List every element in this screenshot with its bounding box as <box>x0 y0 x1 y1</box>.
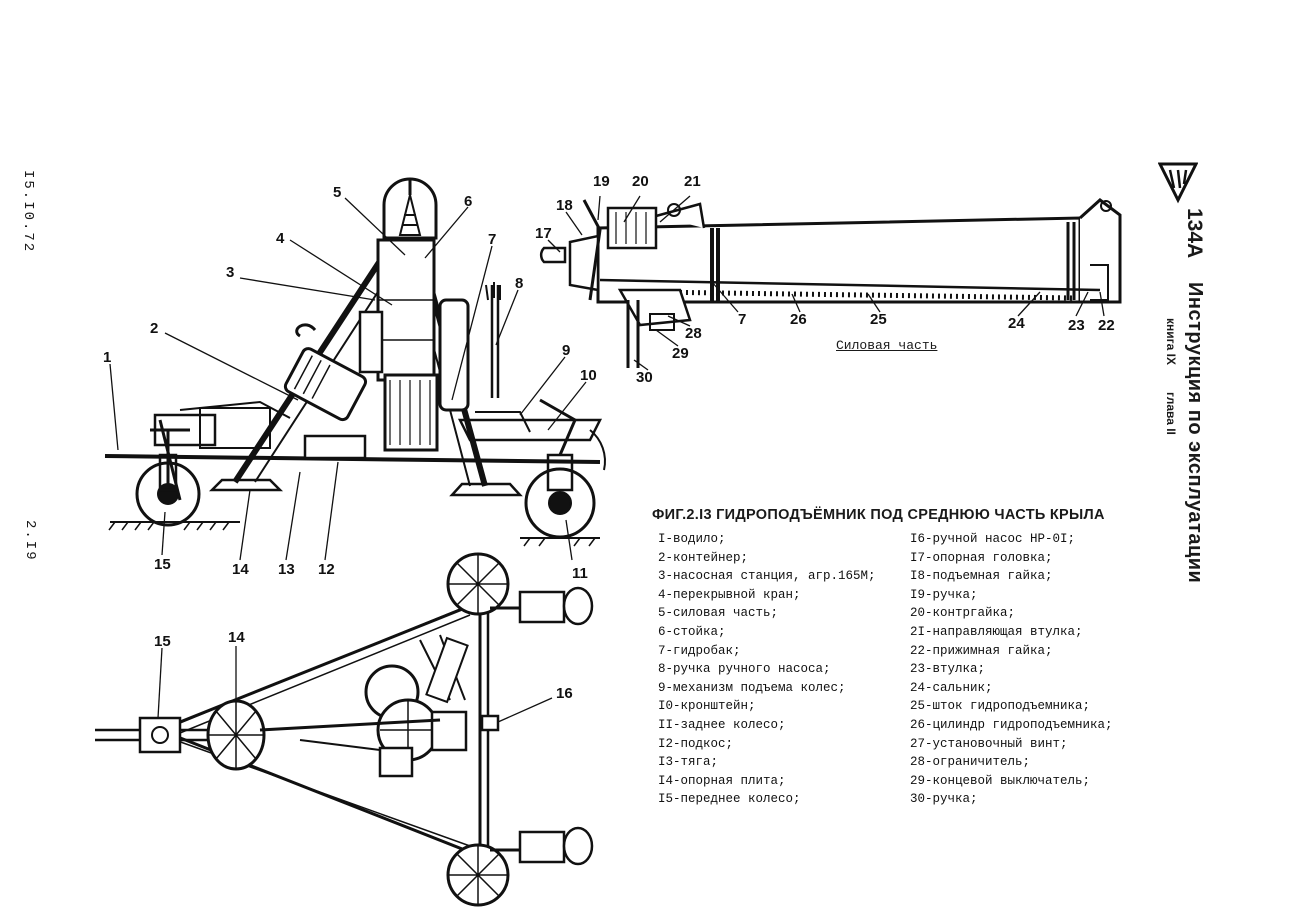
callout-30: 30 <box>636 369 653 386</box>
callout-20: 20 <box>632 173 649 190</box>
top-view-drawing <box>95 552 594 907</box>
legend-item: 30-ручка; <box>910 792 978 807</box>
legend-item: I4-опорная плита; <box>658 773 786 788</box>
side-view-drawing <box>104 177 606 547</box>
callout-24: 24 <box>1008 315 1025 332</box>
side-view-callouts: 1 2 3 4 5 6 7 8 9 10 11 12 13 14 15 <box>103 184 597 582</box>
legend-item: I9-ручка; <box>910 587 978 602</box>
callout-5: 5 <box>333 184 341 201</box>
legend-item: I2-подкос; <box>658 736 734 751</box>
callout-18: 18 <box>556 197 573 214</box>
legend-item: 24-сальник; <box>910 680 993 695</box>
top-view-callouts: 15 14 16 <box>154 629 573 702</box>
callout-17: 17 <box>535 225 552 242</box>
power-unit-leaders <box>547 195 1105 371</box>
callout-2: 2 <box>150 320 158 337</box>
legend-item: 2I-направляющая втулка; <box>910 624 1083 639</box>
legend-left: I-водило; 2-контейнер; 3-насосная станци… <box>658 530 876 809</box>
legend-item: 3-насосная станция, агр.165М; <box>658 569 876 584</box>
legend-item: 28-ограничитель; <box>910 755 1031 770</box>
callout-15: 15 <box>154 556 171 573</box>
legend-item: 25-шток гидроподъемника; <box>910 699 1091 714</box>
callout-28: 28 <box>685 325 702 342</box>
legend-item: I6-ручной насос НР-0I; <box>910 532 1076 546</box>
legend-item: 20-контргайка; <box>910 606 1016 621</box>
callout-7: 7 <box>488 231 496 248</box>
legend-item: 23-втулка; <box>910 662 986 677</box>
legend-item: I5-переднее колесо; <box>658 792 801 807</box>
callout-8: 8 <box>515 275 523 292</box>
legend-item: 9-механизм подъема колес; <box>658 680 846 695</box>
callout-12: 12 <box>318 561 335 578</box>
legend-item: 27-установочный винт; <box>910 736 1068 751</box>
callout-23: 23 <box>1068 317 1085 334</box>
legend-item: II-заднее колесо; <box>658 717 786 732</box>
legend-item: 26-цилиндр гидроподъемника; <box>910 717 1113 732</box>
callout-11: 11 <box>572 565 588 582</box>
legend-item: 2-контейнер; <box>658 550 749 565</box>
callout-10: 10 <box>580 367 597 384</box>
legend-item: 6-стойка; <box>658 624 726 639</box>
callout-13: 13 <box>278 561 295 578</box>
legend-item: I3-тяга; <box>658 755 719 770</box>
callout-3: 3 <box>226 264 234 281</box>
legend-item: I0-кронштейн; <box>658 699 756 714</box>
power-unit-drawing <box>539 198 1122 368</box>
legend-item: 7-гидробак; <box>658 643 741 658</box>
figure-title: ФИГ.2.I3 ГИДРОПОДЪЁМНИК ПОД СРЕДНЮЮ ЧАСТ… <box>652 507 1105 523</box>
top-view-leaders <box>157 646 553 723</box>
logo-icon <box>1158 162 1198 204</box>
callout-15b: 15 <box>154 633 171 650</box>
callout-26: 26 <box>790 311 807 328</box>
legend-item: 22-прижимная гайка; <box>910 643 1053 658</box>
callout-14: 14 <box>232 561 249 578</box>
side-view-leaders <box>109 197 587 561</box>
legend-item: 5-силовая часть; <box>658 606 779 621</box>
power-unit-callouts: 17 18 19 20 21 7 26 25 24 23 22 28 29 30 <box>535 173 1115 386</box>
legend-item: I-водило; <box>658 532 726 546</box>
callout-25: 25 <box>870 311 887 328</box>
legend-item: 8-ручка ручного насоса; <box>658 662 831 677</box>
power-unit-caption: Силовая часть <box>836 338 938 353</box>
callout-16: 16 <box>556 685 573 702</box>
callout-14b: 14 <box>228 629 245 646</box>
header-logo <box>1158 160 1198 204</box>
callout-22: 22 <box>1098 317 1115 334</box>
legend-item: 4-перекрывной кран; <box>658 587 801 602</box>
callout-9: 9 <box>562 342 570 359</box>
legend-right: I6-ручной насос НР-0I; I7-опорная головк… <box>910 530 1113 809</box>
legend-item: I7-опорная головка; <box>910 550 1053 565</box>
callout-29: 29 <box>672 345 689 362</box>
callout-6: 6 <box>464 193 472 210</box>
callout-19: 19 <box>593 173 610 190</box>
callout-7b: 7 <box>738 311 746 328</box>
callout-1: 1 <box>103 349 111 366</box>
callout-4: 4 <box>276 230 285 247</box>
callout-21: 21 <box>684 173 701 190</box>
legend-item: I8-подъемная гайка; <box>910 569 1053 584</box>
legend-item: 29-концевой выключатель; <box>910 773 1091 788</box>
